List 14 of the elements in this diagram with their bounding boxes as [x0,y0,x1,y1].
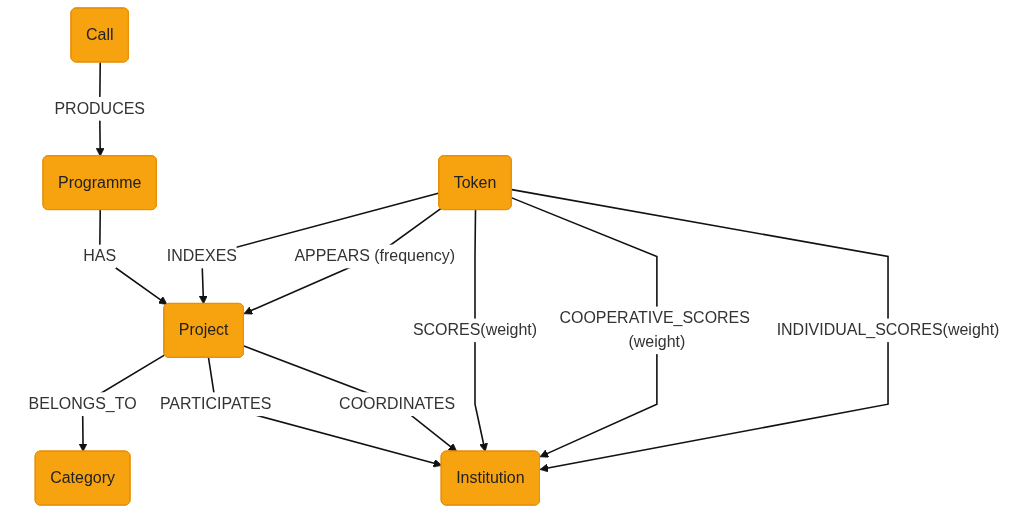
edge-label: INDIVIDUAL_SCORES(weight) [776,321,1000,339]
arrow [510,188,889,473]
arrow [243,345,458,452]
arrow [474,209,488,452]
edge-label: SCORES(weight) [412,321,538,339]
edge-label: COOPERATIVE_SCORES (weight) [559,309,750,351]
edge-label: PRODUCES [54,99,145,117]
arrow [510,197,658,458]
edge-label: INDEXES [166,247,237,265]
edge-label: APPEARS (frequency) [294,247,456,265]
edge-label: BELONGS_TO [28,395,137,413]
edge-label: COORDINATES [339,395,456,413]
edge-label: PARTICIPATES [159,395,272,413]
edge-label: HAS [83,247,117,265]
